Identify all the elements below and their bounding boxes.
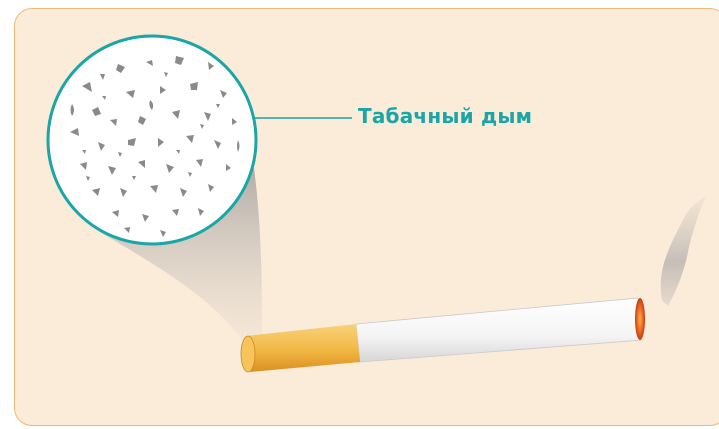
magnifier-circle-icon [48, 36, 256, 244]
tobacco-smoke-label: Табачный дым [358, 104, 532, 128]
smoke-icon [661, 196, 706, 306]
cigarette-icon [241, 298, 645, 372]
